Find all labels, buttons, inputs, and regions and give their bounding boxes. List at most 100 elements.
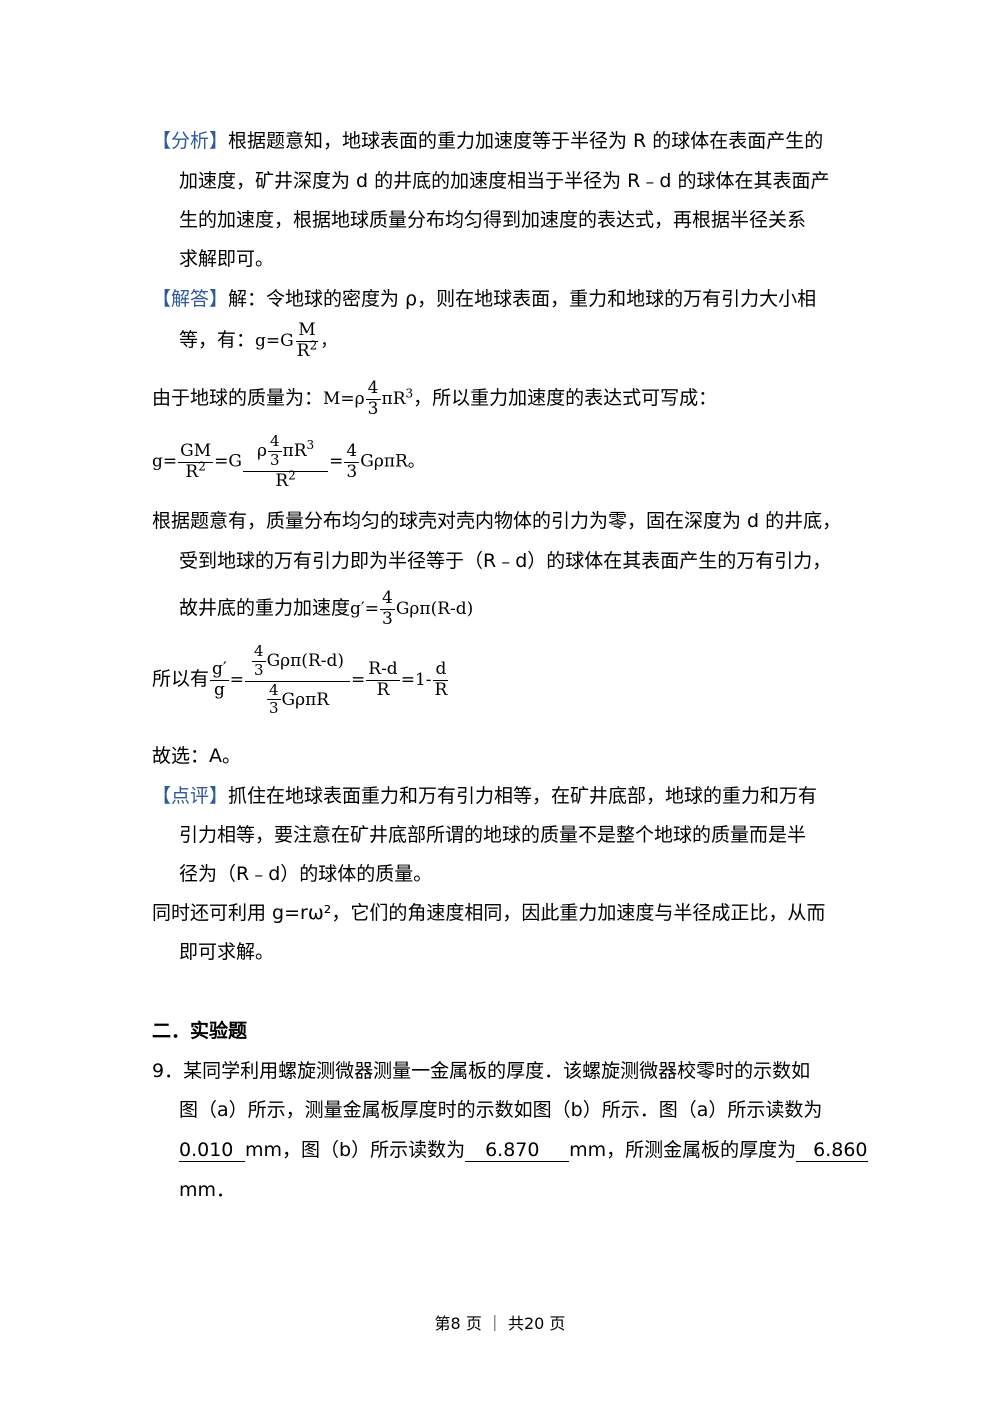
comment-line-4: 同时还可利用 g=rω²，它们的角速度相同，因此重力加速度与半径成正比，从而 <box>152 902 826 924</box>
ratio-prefix: 所以有 <box>152 668 210 690</box>
eq2-inner-rho: ρ <box>256 440 267 461</box>
answer-blank-2[interactable]: 6.870 <box>465 1141 570 1162</box>
q9-line-1: 9．某同学利用螺旋测微器测量一金属板的厚度．该螺旋测微器校零时的示数如 <box>152 1060 811 1082</box>
ratio-bot-n: 4 <box>266 680 281 701</box>
eq2-frac1-den: R2 <box>183 460 207 482</box>
page-footer: 第8 页 ｜ 共20 页 <box>434 1314 566 1333</box>
eq1-lhs: g= <box>255 330 281 351</box>
solution-tag: 【解答】 <box>152 288 229 310</box>
answer-blank-1[interactable]: 0.010 <box>179 1141 245 1162</box>
ratio-eq1: = <box>229 670 245 690</box>
q9-mid-2: mm，所测金属板的厚度为 <box>569 1139 797 1161</box>
eq2-frac1-num: GM <box>178 440 214 463</box>
eq1-num: M <box>296 320 318 342</box>
analysis-line-3: 生的加速度，根据地球质量分布均匀得到加速度的表达式，再根据半径关系 <box>179 209 807 231</box>
comment-text-1: 抓住在地球表面重力和万有引力相等，在矿井底部，地球的重力和万有 <box>228 785 818 807</box>
analysis-tag: 【分析】 <box>152 130 229 152</box>
eq2-inner-num: 4 <box>267 432 282 452</box>
analysis-line-4: 求解即可。 <box>179 248 275 270</box>
line-c-g: g′= <box>350 598 380 619</box>
solution-line-1: 【解答】解：令地球的密度为 ρ，则在地球表面，重力和地球的万有引力大小相 <box>152 290 816 309</box>
solution-line-a: 根据题意有，质量分布均匀的球壳对壳内物体的引力为零，固在深度为 d 的井底， <box>152 510 842 532</box>
eq2-frac3-num: 4 <box>344 440 360 463</box>
comment-line-5: 即可求解。 <box>179 941 275 963</box>
comment-line-1: 【点评】抓住在地球表面重力和万有引力相等，在矿井底部，地球的重力和万有 <box>152 787 817 806</box>
analysis-line-1: 【分析】根据题意知，地球表面的重力加速度等于半径为 R 的球体在表面产生的 <box>152 132 823 151</box>
eq2-tail: GρπR。 <box>360 451 425 472</box>
mass-suffix: ，所以重力加速度的表达式可写成： <box>413 386 718 409</box>
mass-prefix: 由于地球的质量为： <box>152 386 324 409</box>
eq1-den: R2 <box>295 339 319 361</box>
line-c-num: 4 <box>380 588 395 610</box>
eq2-bigfrac-den-R: R <box>275 470 289 491</box>
eq2-frac1-den-R: R <box>185 461 199 482</box>
eq2-inner-den: 3 <box>269 450 280 469</box>
ratio-bot-d: 3 <box>268 699 279 718</box>
eq2-eq1: = <box>214 451 229 472</box>
eq1-exp: 2 <box>309 338 318 353</box>
eq1-tail: ， <box>320 330 338 351</box>
comment-line-2: 引力相等，要注意在矿井底部所谓的地球的质量不是整个地球的质量而是半 <box>179 824 807 846</box>
eq1-G: G <box>280 330 294 351</box>
ratio-top-n: 4 <box>252 642 266 662</box>
q9-mid-1: mm，图（b）所示读数为 <box>245 1139 466 1161</box>
ratio-top-tail: Gρπ(R-d) <box>266 650 345 671</box>
comment-line-3: 径为（R﹣d）的球体的质量。 <box>179 863 433 885</box>
mass-lhs: M= <box>323 388 355 409</box>
mass-exp: 3 <box>405 386 414 401</box>
eq2-eq2: = <box>329 451 344 472</box>
comment-tag: 【点评】 <box>152 785 229 807</box>
q9-line-2: 图（a）所示，测量金属板厚度时的示数如图（b）所示．图（a）所示读数为 <box>179 1099 823 1121</box>
eq2-frac1-exp: 2 <box>198 459 206 474</box>
mass-rho: ρ <box>354 388 365 409</box>
mass-den: 3 <box>367 398 379 419</box>
answer-blank-3[interactable]: 6.860 <box>796 1141 869 1162</box>
solution-text-1: 解：令地球的密度为 ρ，则在地球表面，重力和地球的万有引力大小相 <box>228 288 817 310</box>
line-c-prefix: 故井底的重力加速度 <box>179 596 351 619</box>
eq2-bigfrac-den: R2 <box>273 469 297 491</box>
line-c-den: 3 <box>382 608 393 629</box>
answer-line: 故选：A。 <box>152 745 241 767</box>
eq2-inner-exp: 3 <box>306 438 315 453</box>
eq2-inner-R: R <box>293 440 307 461</box>
q9-line-4: mm． <box>179 1179 236 1201</box>
ratio-lhs-num: g′ <box>210 659 229 681</box>
solution-line-b: 受到地球的万有引力即为半径等于（R﹣d）的球体在其表面产生的万有引力， <box>179 550 832 572</box>
ratio-top-d: 3 <box>254 660 264 679</box>
ratio-mid-num: R-d <box>366 659 400 681</box>
solution-text-2: 等，有： <box>179 328 256 351</box>
eq2-bigfrac-den-exp: 2 <box>288 467 296 482</box>
eq2-G: G <box>228 451 242 472</box>
mass-R: R <box>392 388 406 409</box>
analysis-line-2: 加速度，矿井深度为 d 的井底的加速度相当于半径为 R﹣d 的球体在其表面产 <box>179 170 830 192</box>
eq2-frac3-den: 3 <box>346 461 358 482</box>
ratio-lhs-den: g <box>213 680 225 700</box>
analysis-text-1: 根据题意知，地球表面的重力加速度等于半径为 R 的球体在表面产生的 <box>228 130 824 152</box>
line-c-tail: Gρπ(R-d) <box>395 598 474 619</box>
ratio-right-den: R <box>434 680 448 700</box>
